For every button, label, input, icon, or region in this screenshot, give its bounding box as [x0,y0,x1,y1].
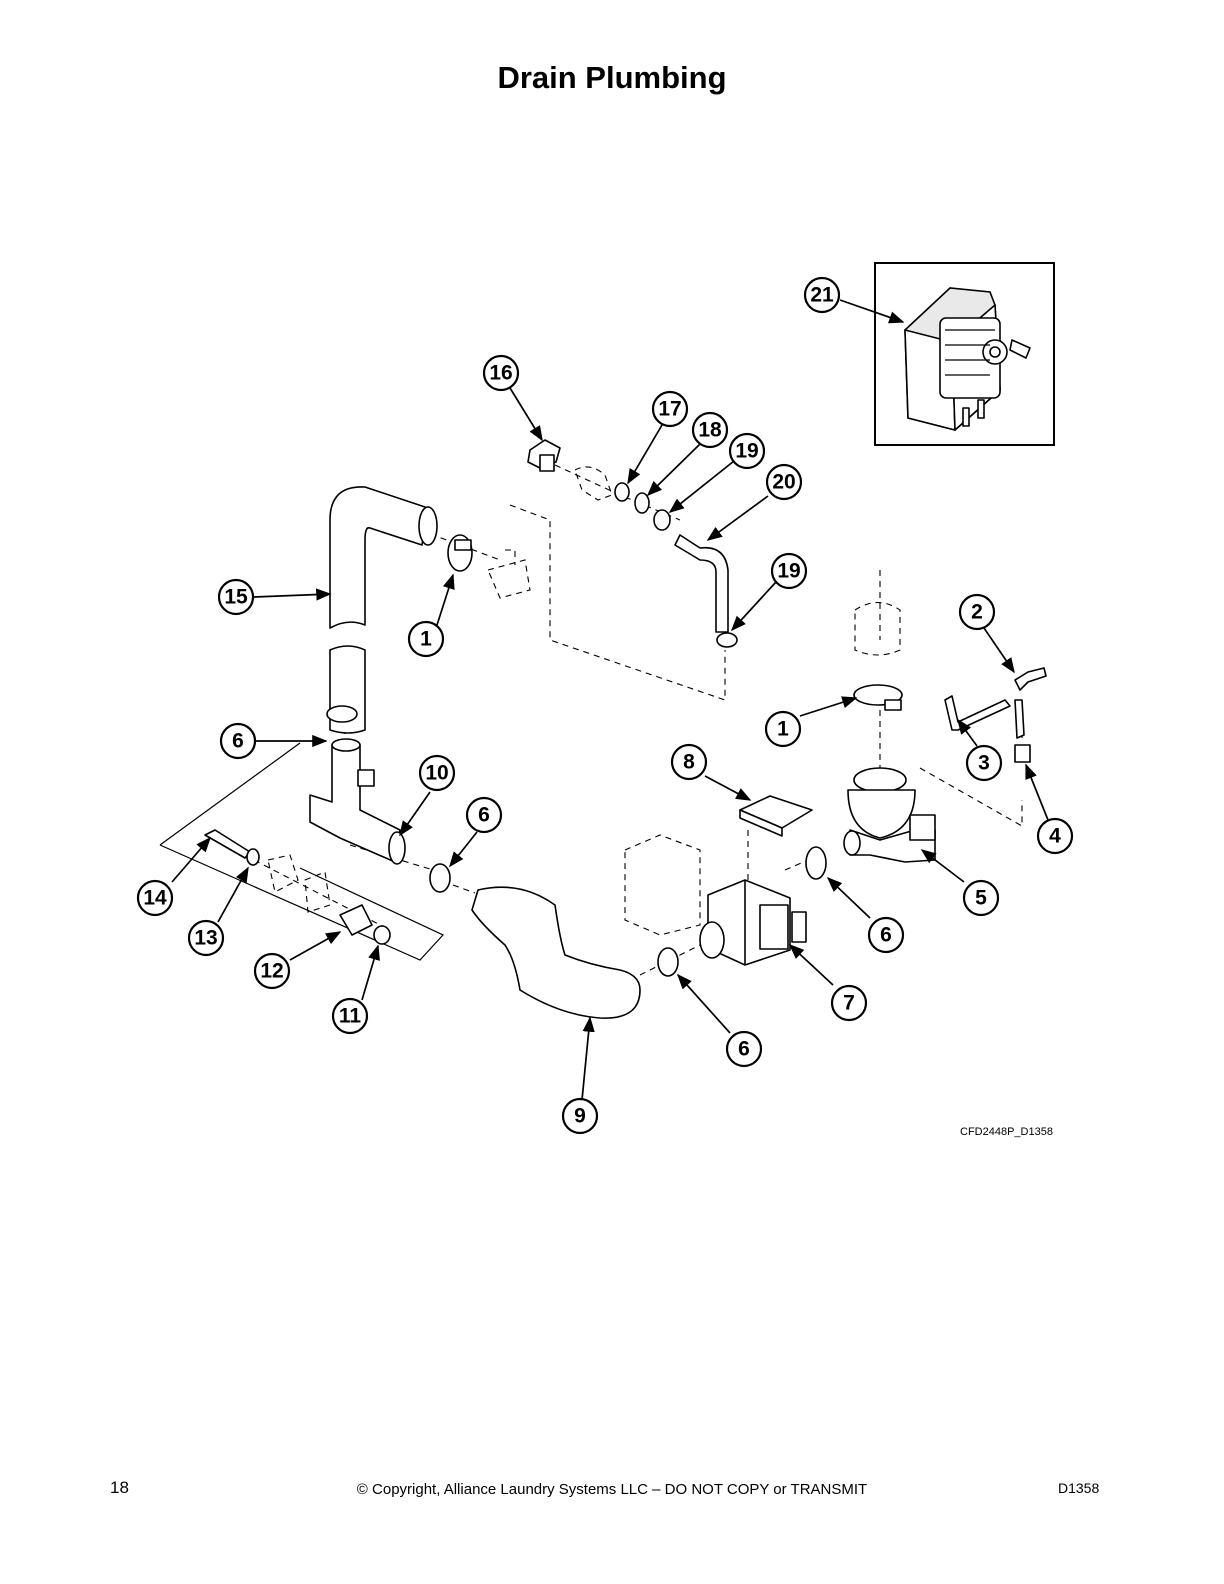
svg-text:19: 19 [777,560,800,583]
callout-19: 19 [728,432,766,470]
callout-6: 6 [867,916,905,954]
svg-text:12: 12 [260,960,283,983]
hose-part-15 [329,486,438,734]
svg-text:7: 7 [843,992,855,1015]
pump-housing-part-5 [843,767,936,863]
svg-text:21: 21 [810,284,834,307]
svg-text:5: 5 [975,887,987,910]
svg-text:8: 8 [683,751,695,774]
callout-9: 9 [561,1097,599,1135]
callout-leaders [171,299,1049,1101]
parts-11-14 [204,829,391,945]
page-number: 18 [110,1478,129,1497]
callout-4: 4 [1036,817,1074,855]
svg-text:3: 3 [978,752,990,775]
svg-text:18: 18 [698,419,722,442]
svg-text:20: 20 [772,471,795,494]
callout-5: 5 [962,879,1000,917]
svg-text:6: 6 [880,924,892,947]
tee-fitting-dashed [487,549,531,599]
svg-text:1: 1 [777,718,789,741]
page-title: Drain Plumbing [497,60,727,95]
clamp-part-6-d [657,947,679,977]
svg-text:6: 6 [478,804,490,827]
callout-13: 13 [187,919,225,957]
callout-3: 3 [965,744,1003,782]
svg-text:4: 4 [1049,825,1061,848]
callout-6: 6 [465,796,503,834]
svg-text:11: 11 [339,1005,362,1028]
callout-17: 17 [651,390,689,428]
callout-11: 11 [331,997,369,1035]
pump-motor-illustration [904,287,1031,431]
phantom-hose-end [854,601,901,656]
svg-text:13: 13 [194,927,217,950]
tee-part-10 [309,738,406,865]
clamp-part-1-right [853,684,903,711]
callout-12: 12 [253,952,291,990]
svg-text:19: 19 [735,440,758,463]
svg-text:6: 6 [738,1038,750,1061]
callout-1: 1 [764,710,802,748]
svg-text:16: 16 [489,362,512,385]
parts-2-3-4 [944,667,1047,763]
svg-text:1: 1 [420,628,432,651]
clamp-part-6-a [326,705,358,723]
callout-20: 20 [765,463,803,501]
callout-19: 19 [770,552,808,590]
svg-text:2: 2 [971,601,983,624]
clamp-part-6-c [805,846,827,880]
drain-valve-part-7 [624,834,807,966]
callout-7: 7 [830,984,868,1022]
hose-part-9 [471,886,641,1019]
callout-15: 15 [217,578,255,616]
svg-text:14: 14 [143,887,167,910]
svg-text:6: 6 [232,730,244,753]
callout-1: 1 [407,620,445,658]
clamp-part-1-upper [447,534,473,572]
callout-8: 8 [670,743,708,781]
callout-2: 2 [958,593,996,631]
copyright-notice: © Copyright, Alliance Laundry Systems LL… [356,1481,868,1498]
inset-frame [874,262,1055,446]
callout-18: 18 [691,411,729,449]
callout-6: 6 [725,1030,763,1068]
callout-16: 16 [482,354,520,392]
svg-text:10: 10 [425,762,448,785]
svg-text:15: 15 [224,586,248,609]
callout-21: 21 [803,276,841,314]
parts-16-20 [527,439,738,648]
cover-part-8 [739,795,813,837]
assembly-guide-lines [159,464,1023,976]
callout-14: 14 [136,879,174,917]
callout-10: 10 [418,754,456,792]
clamp-part-6-b [429,863,451,893]
svg-text:9: 9 [574,1105,586,1128]
document-code: D1358 [1058,1480,1100,1496]
svg-text:17: 17 [658,398,681,421]
drawing-id: CFD2448P_D1358 [960,1126,1053,1138]
callout-6: 6 [219,722,257,760]
